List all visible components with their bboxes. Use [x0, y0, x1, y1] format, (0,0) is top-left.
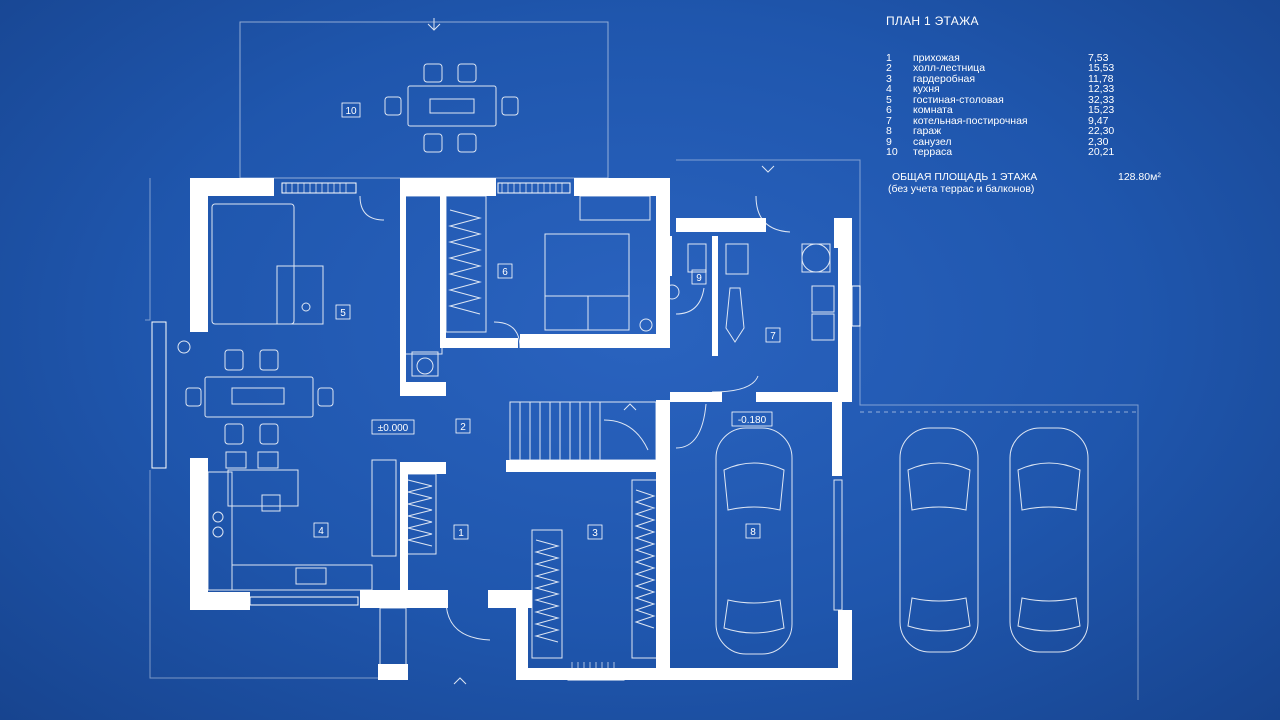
legend-row: 7 котельная-постирочная 9,47: [886, 114, 1186, 127]
total-area-value: 128.80м²: [1118, 170, 1161, 183]
bed: [544, 233, 630, 331]
svg-text:8: 8: [750, 527, 756, 538]
svg-text:4: 4: [318, 526, 324, 537]
legend-area: 15,23: [1088, 104, 1115, 116]
legend-area: 11,78: [1088, 72, 1114, 85]
legend-row: 1 прихожая 7,53: [886, 51, 1186, 64]
legend-row: 2 холл-лестница 15,53: [886, 63, 1186, 74]
legend-row: 8 гараж 22,30: [886, 126, 1186, 137]
legend-area: 22,30: [1088, 125, 1115, 137]
sofa: [211, 203, 295, 325]
svg-text:3: 3: [592, 528, 598, 539]
legend-num: 9: [886, 135, 892, 148]
legend-num: 5: [886, 93, 892, 106]
room-tag-2: 2: [455, 418, 471, 434]
terrace-dining-set: [384, 63, 519, 153]
walls: [190, 178, 852, 680]
total-area-label: ОБЩАЯ ПЛОЩАДЬ 1 ЭТАЖА: [892, 170, 1038, 183]
legend-num: 6: [886, 104, 892, 116]
legend-area: 9,47: [1088, 114, 1109, 127]
legend-num: 2: [886, 62, 892, 74]
legend-name: кухня: [913, 83, 940, 95]
legend-name: гараж: [913, 125, 942, 137]
svg-text:1: 1: [458, 528, 464, 539]
room-list: 1 прихожая 7,53 2 холл-лестница 15,53 3 гардеро…: [886, 51, 1186, 158]
svg-text:±0.000: ±0.000: [378, 423, 409, 434]
total-area: ОБЩАЯ ПЛОЩАДЬ 1 ЭТАЖА 128.80м²: [886, 170, 1186, 183]
legend-num: 4: [886, 83, 892, 95]
level-garage-tag: -0.180: [731, 411, 773, 427]
legend-area: 20,21: [1088, 146, 1115, 158]
parking-car-1: [899, 427, 979, 653]
room-tag-5: 5: [335, 304, 351, 320]
room-tag-7: 7: [765, 327, 781, 343]
svg-text:9: 9: [696, 273, 702, 284]
legend-area: 12,33: [1088, 83, 1115, 95]
legend-row: 10 терраса 20,21: [886, 147, 1186, 158]
legend-name: санузел: [913, 135, 952, 148]
room-legend: ПЛАН 1 ЭТАЖА 1 прихожая 7,53 2 холл-лестница…: [886, 14, 1186, 195]
room-tag-1: 1: [453, 524, 469, 540]
legend-num: 7: [886, 114, 892, 127]
legend-area: 2,30: [1088, 135, 1109, 148]
legend-name: комната: [913, 104, 953, 116]
legend-name: котельная-постирочная: [913, 114, 1028, 127]
plan-title: ПЛАН 1 ЭТАЖА: [886, 14, 979, 28]
legend-num: 3: [886, 72, 892, 85]
room-tag-3: 3: [587, 524, 603, 540]
legend-num: 10: [886, 146, 898, 158]
room-tag-10: 10: [341, 102, 361, 118]
terrace-outline: [239, 21, 609, 179]
legend-num: 8: [886, 125, 892, 137]
legend-name: холл-лестница: [913, 62, 986, 74]
legend-num: 1: [886, 51, 892, 64]
total-area-note: (без учета террас и балконов): [888, 183, 1035, 195]
parking-car-2: [1009, 427, 1089, 653]
level-main-tag: ±0.000: [371, 419, 415, 435]
svg-text:-0.180: -0.180: [738, 415, 767, 426]
windows: [151, 182, 861, 681]
dining-table: [204, 376, 314, 418]
legend-row: 4 кухня 12,33: [886, 84, 1186, 95]
legend-row: 9 санузел 2,30: [886, 135, 1186, 148]
legend-row: 6 комната 15,23: [886, 105, 1186, 116]
legend-area: 15,53: [1088, 62, 1115, 74]
svg-text:2: 2: [460, 422, 466, 433]
garage-car: [715, 427, 793, 655]
svg-text:5: 5: [340, 308, 346, 319]
room-tag-6: 6: [497, 263, 513, 279]
legend-name: прихожая: [913, 51, 960, 64]
legend-name: гардеробная: [913, 72, 976, 85]
legend-area: 32,33: [1088, 93, 1115, 106]
room-tag-9: 9: [691, 269, 707, 285]
room-tag-4: 4: [313, 522, 329, 538]
svg-text:6: 6: [502, 267, 508, 278]
legend-row: 5 гостиная-столовая 32,33: [886, 93, 1186, 106]
legend-area: 7,53: [1088, 51, 1109, 64]
legend-name: гостиная-столовая: [913, 93, 1004, 106]
legend-row: 3 гардеробная 11,78: [886, 72, 1186, 85]
room-tag-8: 8: [745, 523, 761, 539]
legend-name: терраса: [913, 146, 953, 158]
svg-text:7: 7: [770, 331, 776, 342]
svg-text:10: 10: [345, 106, 357, 117]
